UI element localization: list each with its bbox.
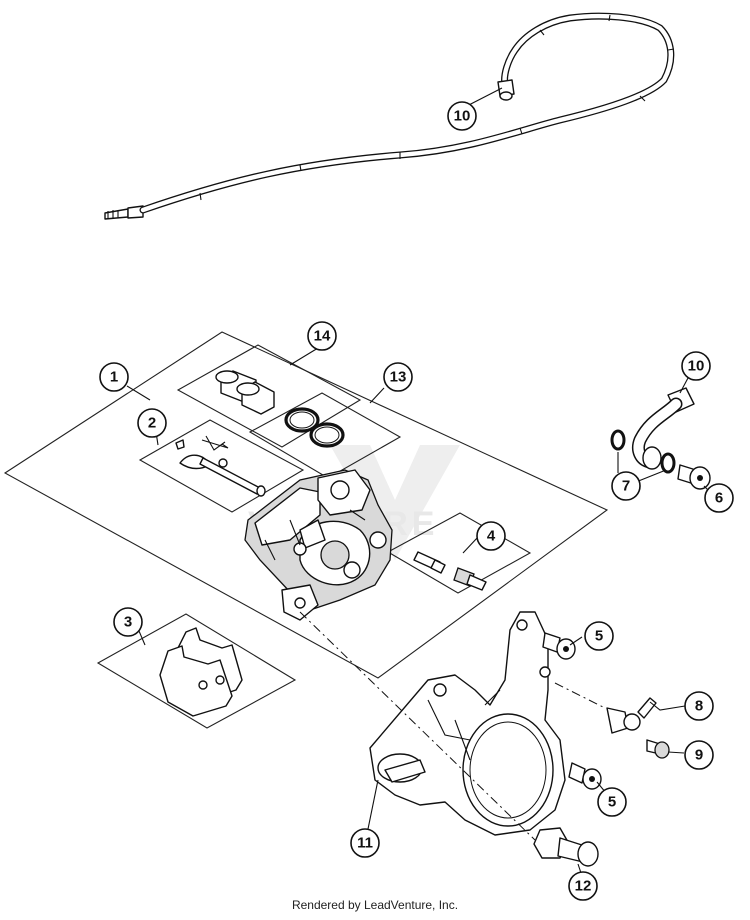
brake-caliper [244,469,393,621]
svg-text:6: 6 [715,490,723,507]
bleed-fitting [606,697,657,734]
banjo-bolt [677,464,711,490]
kit-box-14 [176,344,362,448]
svg-text:1: 1 [110,369,118,386]
svg-text:7: 7 [622,478,630,495]
svg-text:12: 12 [575,878,592,895]
callout-9[interactable]: 9 [684,740,714,770]
brake-line [104,12,675,220]
brake-pads [159,627,243,717]
bolt-upper [542,632,576,660]
svg-text:13: 13 [390,369,407,386]
piston-seals [284,407,345,448]
callout-5-lower[interactable]: 5 [597,787,627,817]
kit-box-2 [138,419,305,513]
callout-1[interactable]: 1 [99,362,129,392]
svg-text:14: 14 [314,328,331,345]
callout-5-upper[interactable]: 5 [584,621,614,651]
callout-8[interactable]: 8 [684,691,714,721]
callout-11[interactable]: 11 [350,828,380,858]
svg-text:11: 11 [357,835,373,852]
render-credit: Rendered by LeadVenture, Inc. [291,898,459,912]
callout-14[interactable]: 14 [307,321,337,351]
kit-box-3 [96,613,297,729]
callout-6[interactable]: 6 [704,483,734,513]
bolt-lower [568,762,602,790]
svg-text:3: 3 [124,614,132,631]
banjo-hose-end [631,387,695,470]
callout-10-right[interactable]: 10 [681,351,711,381]
svg-text:4: 4 [487,528,496,545]
caliper-pins [175,435,266,497]
callout-2[interactable]: 2 [137,408,167,438]
callout-10-top[interactable]: 10 [447,101,477,131]
assembly-axis-2 [554,682,606,709]
assembly-axis-1 [299,611,536,841]
bleeder-screw [413,551,487,591]
kit-box-13 [248,392,402,479]
svg-text:10: 10 [688,358,705,375]
kit-box-4 [386,512,532,594]
svg-text:5: 5 [595,628,603,645]
callout-4[interactable]: 4 [476,521,506,551]
callout-13[interactable]: 13 [383,362,413,392]
hose-fitting [533,827,599,867]
svg-text:2: 2 [148,415,156,432]
callout-3[interactable]: 3 [113,607,143,637]
callout-7[interactable]: 7 [611,471,641,501]
caliper-bracket [369,611,566,836]
svg-text:9: 9 [695,747,703,764]
sealing-washers [610,429,676,474]
kit-box-1 [3,331,609,679]
svg-text:10: 10 [454,108,471,125]
small-bolt [646,739,670,759]
svg-text:8: 8 [695,698,703,715]
svg-text:5: 5 [608,794,616,811]
pistons [215,370,275,415]
callout-12[interactable]: 12 [568,871,598,901]
